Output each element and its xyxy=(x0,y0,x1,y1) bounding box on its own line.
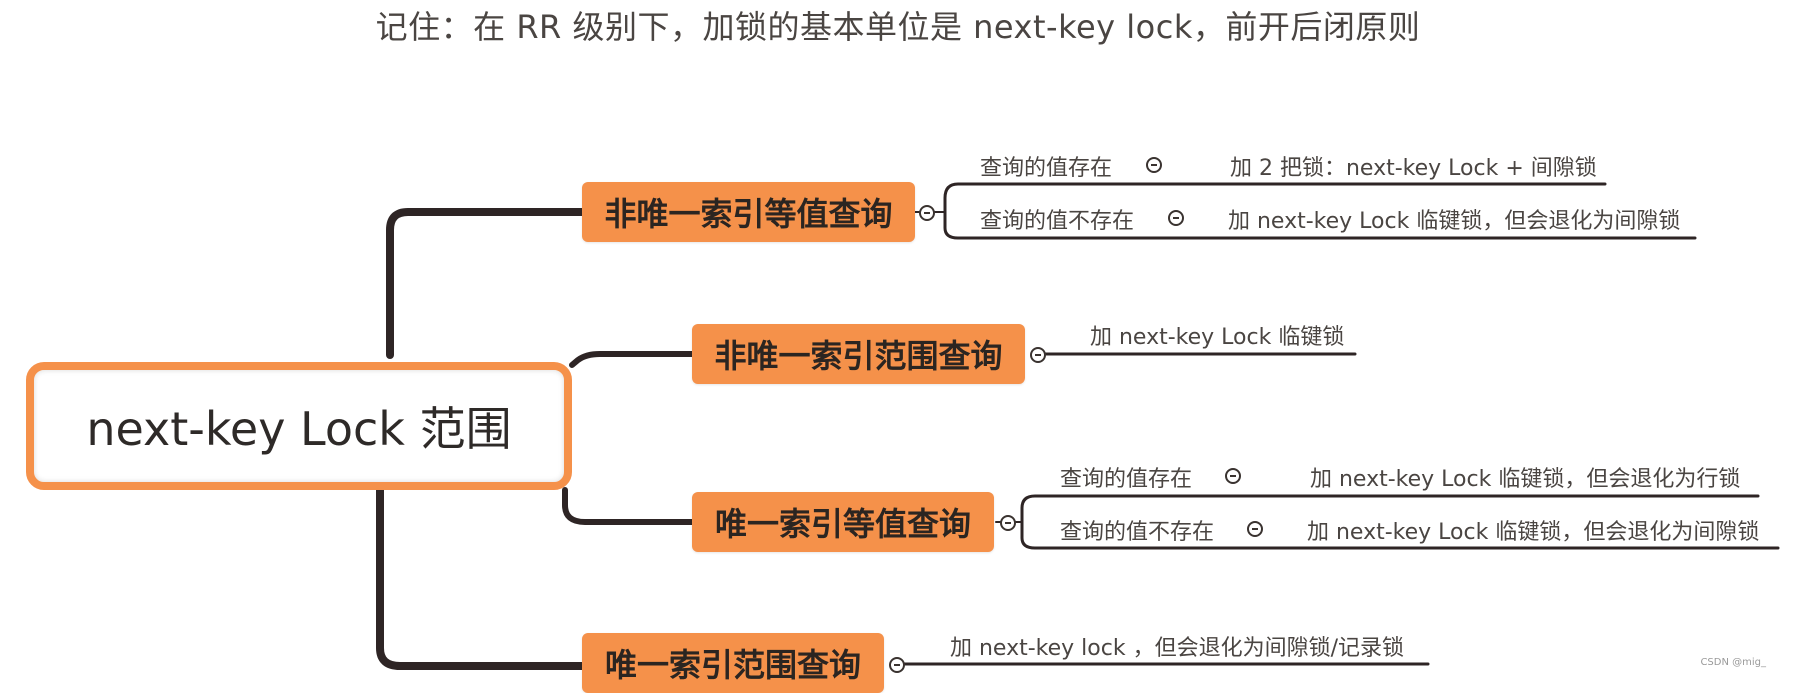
trunk-lower xyxy=(376,486,586,670)
collapse-icon[interactable] xyxy=(1030,347,1046,363)
collapse-icon[interactable] xyxy=(889,657,905,673)
leaf-result: 加 2 把锁：next-key Lock + 间隙锁 xyxy=(1230,156,1597,181)
collapse-icon[interactable] xyxy=(1168,210,1184,226)
collapse-icon[interactable] xyxy=(1146,157,1162,173)
trunk-upper xyxy=(386,208,586,359)
collapse-icon[interactable] xyxy=(1000,515,1016,531)
connector-lines xyxy=(376,182,1780,670)
leaf-result: 加 next-key Lock 临键锁 xyxy=(1090,325,1345,350)
collapse-icon[interactable] xyxy=(1225,468,1241,484)
branch-label: 唯一索引范围查询 xyxy=(604,646,861,684)
branch-label: 非唯一索引范围查询 xyxy=(714,337,1003,375)
trunk-b3 xyxy=(562,487,695,525)
branch-label: 非唯一索引等值查询 xyxy=(604,195,893,233)
branch-node-nonunique-range[interactable]: 非唯一索引范围查询 xyxy=(692,324,1025,384)
collapse-icon[interactable] xyxy=(919,205,935,221)
page-title: 记住：在 RR 级别下，加锁的基本单位是 next-key lock，前开后闭原… xyxy=(375,8,1421,46)
leaf-condition: 查询的值不存在 xyxy=(1060,520,1215,545)
watermark: CSDN @mig_ xyxy=(1700,657,1766,668)
root-node[interactable]: next-key Lock 范围 xyxy=(26,362,572,490)
leaf-result: 加 next-key lock ，但会退化为间隙锁/记录锁 xyxy=(950,636,1404,661)
leaf-condition: 查询的值不存在 xyxy=(980,209,1135,234)
branch-node-nonunique-equality[interactable]: 非唯一索引等值查询 xyxy=(582,182,915,242)
trunk-b2 xyxy=(569,351,695,368)
branch-node-unique-range[interactable]: 唯一索引范围查询 xyxy=(582,633,884,693)
leaf-condition: 查询的值存在 xyxy=(1060,467,1193,492)
leaf-condition: 查询的值存在 xyxy=(980,156,1113,181)
leaf-result: 加 next-key Lock 临键锁，但会退化为间隙锁 xyxy=(1307,520,1760,545)
collapse-icon[interactable] xyxy=(1247,521,1263,537)
branch-node-unique-equality[interactable]: 唯一索引等值查询 xyxy=(692,492,994,552)
leaf-result: 加 next-key Lock 临键锁，但会退化为间隙锁 xyxy=(1228,209,1681,234)
branch-label: 唯一索引等值查询 xyxy=(714,505,971,543)
leaf-result: 加 next-key Lock 临键锁，但会退化为行锁 xyxy=(1310,467,1741,492)
root-label: next-key Lock 范围 xyxy=(86,402,512,456)
